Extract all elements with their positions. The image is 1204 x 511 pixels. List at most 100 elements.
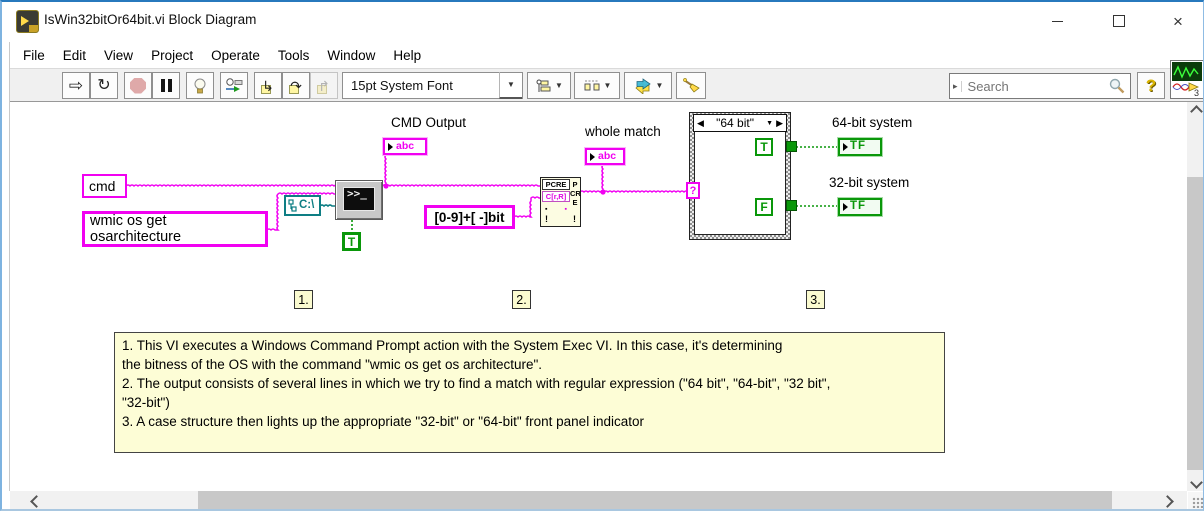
menu-window[interactable]: Window (327, 47, 376, 63)
boolean-indicator-64bit[interactable]: TF (838, 138, 882, 156)
scroll-down-button[interactable] (1187, 473, 1203, 491)
comment-line: 3. A case structure then lights up the a… (122, 414, 644, 429)
vertical-scroll-thumb[interactable] (1187, 177, 1203, 470)
search-input[interactable] (961, 78, 1108, 94)
step-out-target (317, 85, 327, 94)
vi-icon: 3 (1172, 62, 1202, 98)
case-output-tunnel-bottom[interactable] (786, 200, 797, 211)
align-objects-button[interactable]: ▼ (527, 72, 571, 99)
comment-line: 2. The output consists of several lines … (122, 376, 831, 391)
wait-until-completion-true-constant[interactable]: T (342, 232, 361, 251)
search-history-icon[interactable]: ▸ (950, 80, 962, 92)
align-objects-icon (536, 79, 551, 92)
step-out-icon: ↱ (318, 77, 330, 94)
minimize-button[interactable] (1034, 2, 1080, 40)
true-constant-in-case[interactable]: T (755, 138, 773, 156)
horizontal-scroll-thumb[interactable] (198, 491, 1112, 509)
pause-button[interactable] (152, 72, 180, 99)
reorder-objects-button[interactable]: ▼ (624, 72, 672, 99)
highlight-execution-button[interactable] (186, 72, 214, 99)
menu-operate[interactable]: Operate (211, 47, 260, 63)
font-selector-value: 15pt System Font (351, 78, 453, 93)
case-structure-frame (694, 117, 786, 235)
pause-icon (160, 79, 172, 92)
case-dropdown-icon[interactable]: ▼ (766, 119, 774, 127)
step-out-button[interactable]: ↱ (310, 72, 338, 99)
scroll-up-button[interactable] (1187, 102, 1203, 120)
label-32-bit-system[interactable]: 32-bit system (829, 175, 910, 190)
wmic-string-constant[interactable]: wmic os get osarchitecture (82, 211, 268, 247)
cmd-output-label[interactable]: CMD Output (391, 115, 467, 130)
maximize-button[interactable] (1096, 2, 1142, 40)
case-selector-value[interactable]: "64 bit" (716, 116, 754, 130)
selector-question-mark: ? (689, 184, 697, 197)
close-icon: × (1173, 11, 1183, 31)
cmd-string-constant[interactable]: cmd (82, 174, 127, 198)
close-button[interactable]: × (1155, 2, 1201, 40)
case-next-icon[interactable]: ▶ (776, 117, 783, 128)
align-objects-chevron: ▼ (555, 81, 563, 90)
false-constant-in-case[interactable]: F (755, 198, 773, 216)
help-button[interactable]: ? (1137, 72, 1165, 99)
terminal-screen-icon: >>_ (343, 187, 375, 211)
run-button[interactable]: ⇨ (62, 72, 90, 99)
case-prev-icon[interactable]: ◀ (697, 117, 704, 128)
menu-file[interactable]: File (23, 47, 45, 63)
vertical-scrollbar[interactable] (1187, 102, 1203, 491)
regex-string-constant[interactable]: [0-9]+[ -]bit (424, 205, 515, 229)
system-exec-glyph: >>_ (347, 187, 367, 200)
step-into-button[interactable]: ↳ (254, 72, 282, 99)
indicator-arrow-icon (843, 143, 848, 151)
menu-edit[interactable]: Edit (62, 47, 87, 63)
false-text: F (760, 200, 768, 214)
boolean-type-glyph: TF (850, 200, 867, 213)
scroll-right-button[interactable] (1155, 491, 1179, 509)
case-structure[interactable]: ◀ "64 bit" ▼ ▶ (689, 112, 791, 240)
cmd-output-string-indicator[interactable]: abc (383, 138, 427, 155)
working-directory-path-constant[interactable]: C:\ (284, 195, 321, 216)
case-selector-label[interactable]: ◀ "64 bit" ▼ ▶ (693, 114, 787, 132)
menu-help[interactable]: Help (393, 47, 422, 63)
whole-match-label[interactable]: whole match (585, 124, 661, 139)
comment-line: "32-bit") (122, 395, 170, 410)
vi-file-icon-arrow (21, 16, 29, 26)
path-constant-text: C:\ (299, 198, 315, 211)
comment-box[interactable]: 1. This VI executes a Windows Command Pr… (114, 332, 945, 453)
step-tag-3[interactable]: 3. (806, 290, 825, 309)
step-tag-2[interactable]: 2. (512, 290, 531, 309)
search-icon (1109, 78, 1125, 94)
font-selector-chevron[interactable]: ▼ (499, 72, 522, 99)
regex-constant-text: [0-9]+[ -]bit (434, 209, 505, 225)
match-regular-expression-node[interactable]: PCRE C[r,R] P CR E ▪ ! ▪ ! (540, 177, 581, 227)
resize-grip[interactable] (1188, 492, 1203, 509)
run-continuously-button[interactable]: ↻ (90, 72, 118, 99)
clean-up-diagram-button[interactable] (676, 72, 706, 99)
system-exec-vi-node[interactable]: >>_ (335, 180, 383, 220)
menu-project[interactable]: Project (151, 47, 194, 63)
menu-view[interactable]: View (104, 47, 134, 63)
boolean-indicator-32bit[interactable]: TF (838, 198, 882, 216)
pcre-mark: ▪ (545, 206, 548, 213)
comment-line: 1. This VI executes a Windows Command Pr… (122, 338, 783, 353)
font-selector[interactable]: 15pt System Font ▼ (342, 72, 523, 99)
horizontal-scrollbar[interactable] (10, 491, 1187, 509)
vi-icon-pane[interactable]: 3 (1170, 60, 1203, 99)
step-tag-1[interactable]: 1. (294, 290, 313, 309)
run-icon: ⇨ (68, 76, 84, 95)
abort-button[interactable] (124, 72, 152, 99)
window-title: IsWin32bitOr64bit.vi Block Diagram (44, 12, 257, 27)
case-output-tunnel-top[interactable] (786, 141, 797, 152)
pcre-mark: ! (573, 214, 576, 224)
distribute-objects-button[interactable]: ▼ (574, 72, 620, 99)
chevron-right-icon (1160, 494, 1174, 508)
case-selector-terminal[interactable]: ? (686, 182, 700, 199)
path-symbol-icon (288, 199, 297, 212)
whole-match-string-indicator[interactable]: abc (585, 148, 625, 165)
indicator-arrow-icon (388, 142, 393, 151)
label-64-bit-system[interactable]: 64-bit system (832, 115, 913, 130)
retain-wire-values-button[interactable] (220, 72, 248, 99)
menu-tools[interactable]: Tools (277, 47, 310, 63)
step-over-button[interactable]: ↷ (282, 72, 310, 99)
scroll-left-button[interactable] (24, 491, 48, 509)
